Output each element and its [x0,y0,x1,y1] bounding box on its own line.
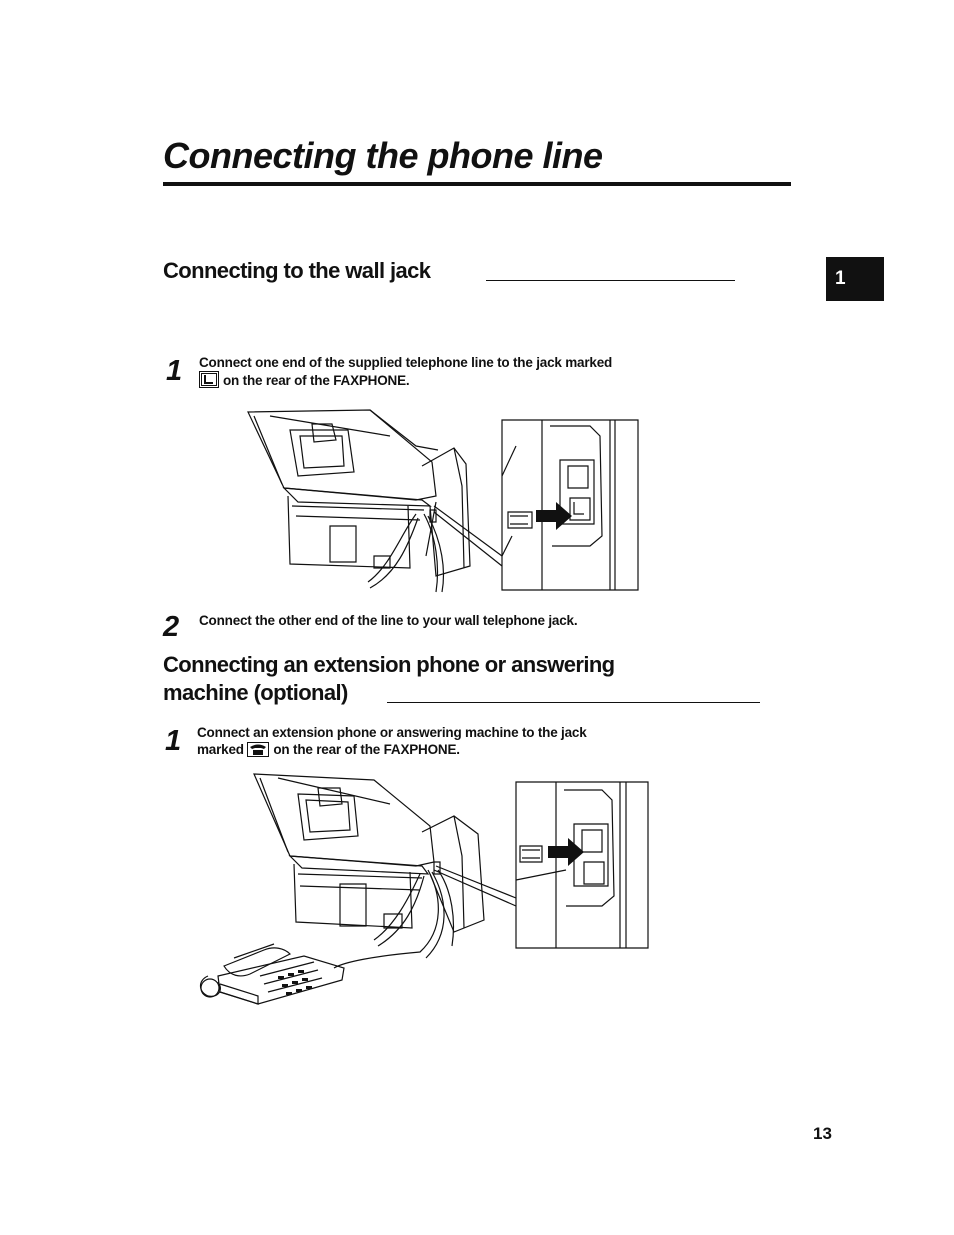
step-text: Connect one end of the supplied telephon… [199,354,612,392]
heading-line: Connecting an extension phone or answeri… [163,652,615,677]
step-number: 1 [165,725,182,757]
step-text-line: marked on the rear of the FAXPHONE. [197,741,587,761]
step-text-fragment: on the rear of the FAXPHONE. [223,373,410,388]
line-jack-icon [199,371,219,392]
step-text-line: Connect an extension phone or answering … [197,725,587,740]
section-heading-extension: Connecting an extension phone or answeri… [163,651,615,707]
heading-rule [387,702,760,703]
page-number: 13 [813,1124,832,1143]
chapter-tab: 1 [826,257,884,301]
fax-rear-extension-phone-figure [194,770,654,1006]
section-heading-wall-jack: Connecting to the wall jack [163,258,431,283]
step-text-line: on the rear of the FAXPHONE. [199,371,612,392]
step-text: Connect the other end of the line to you… [199,613,578,628]
step-text-fragment: on the rear of the FAXPHONE. [273,742,460,757]
step-number: 2 [163,611,180,643]
heading-rule [486,280,735,281]
step-number: 1 [166,355,183,387]
step-text: Connect an extension phone or answering … [197,724,587,761]
page-title: Connecting the phone line [163,135,603,176]
step-text-fragment: marked [197,742,244,757]
step-text-line: Connect one end of the supplied telephon… [199,355,613,370]
phone-jack-icon [247,742,270,761]
fax-rear-line-connection-figure [240,406,650,594]
title-rule [163,182,791,186]
heading-line: machine (optional) [163,680,348,705]
